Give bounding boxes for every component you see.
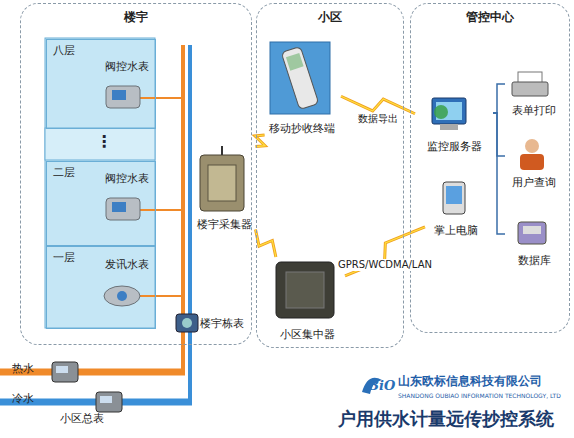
- connector-path: [493, 84, 505, 113]
- node-text: 用户查询: [512, 176, 556, 189]
- branch-line: [493, 84, 505, 113]
- edge-label: GPRS/WCDMA/LAN: [336, 259, 434, 271]
- terminal-device: 移动抄收终端: [263, 39, 341, 135]
- meter-device: 阀控水表: [100, 172, 154, 224]
- pipe-label: 冷水: [12, 392, 34, 405]
- node-text: 掌上电脑: [434, 224, 478, 237]
- connector-path: [493, 113, 505, 234]
- server-device: 监控服务器: [415, 93, 493, 153]
- node-text: 楼宇: [124, 10, 148, 24]
- node-text: 小区总表: [60, 412, 104, 425]
- user-device: 用户查询: [505, 139, 563, 189]
- concentrator-device: 小区集中器: [269, 257, 345, 341]
- branch-line: [493, 113, 505, 234]
- meter-device: 阀控水表: [100, 60, 154, 112]
- node-text: 数据库: [518, 254, 551, 267]
- node-text: 阀控水表: [105, 60, 149, 73]
- ellipsis-mark: ⋮: [96, 132, 112, 151]
- connector-path: [256, 230, 276, 257]
- pda-device: 掌上电脑: [425, 179, 487, 237]
- node-text: 楼宇采集器: [197, 218, 252, 231]
- meter-label-box: 小区总表: [60, 410, 130, 428]
- region-area: 楼宇八层阀控水表二层阀控水表一层发讯水表楼宇采集器楼宇栋表: [20, 3, 252, 345]
- logo-mark: BiO: [368, 378, 395, 394]
- node-text: 移动抄收终端: [269, 122, 335, 135]
- pipe-label: 热水: [12, 362, 34, 375]
- node-text: 管控中心: [466, 10, 514, 24]
- diagram-title: 户用供水计量远传抄控系统: [338, 408, 554, 430]
- wireless-link: [256, 230, 276, 257]
- database-device: 数据库: [505, 217, 563, 267]
- edge-label: 数据导出: [356, 113, 400, 125]
- node-text: 二层: [53, 166, 75, 179]
- node-text: 表单打印: [512, 104, 556, 117]
- node-text: 八层: [53, 44, 75, 57]
- node-text: 一层: [53, 251, 75, 264]
- company-name: 山东欧标信息科技有限公司: [398, 374, 542, 388]
- floor-band: 一层发讯水表: [46, 246, 156, 329]
- node-text: 监控服务器: [427, 140, 482, 153]
- node-text: 小区: [318, 10, 342, 24]
- region-area: 小区移动抄收终端小区集中器: [256, 3, 404, 348]
- connector-path: [493, 113, 505, 156]
- meter-device: 发讯水表: [100, 258, 154, 310]
- printer-device: 表单打印: [505, 67, 563, 117]
- connector-highlight: [256, 230, 276, 257]
- floor-band: 二层 阀控水表: [46, 161, 156, 246]
- branch-line: [493, 113, 505, 156]
- region-area: 管控中心监控服务器掌上电脑 表单打印用户查询数据库: [410, 3, 570, 333]
- collector-device: 楼宇采集器: [193, 143, 256, 231]
- company-name-en: SHANDONG OUBIAO INFORMATION TECHNOLOGY, …: [398, 392, 561, 399]
- node-text: 楼宇栋表: [200, 317, 244, 330]
- node-text: 发讯水表: [105, 258, 149, 271]
- meter-label-box: 楼宇栋表: [200, 315, 252, 333]
- floor-band: 八层阀控水表: [46, 39, 156, 129]
- node-text: 小区集中器: [280, 328, 335, 341]
- node-text: 阀控水表: [105, 172, 149, 185]
